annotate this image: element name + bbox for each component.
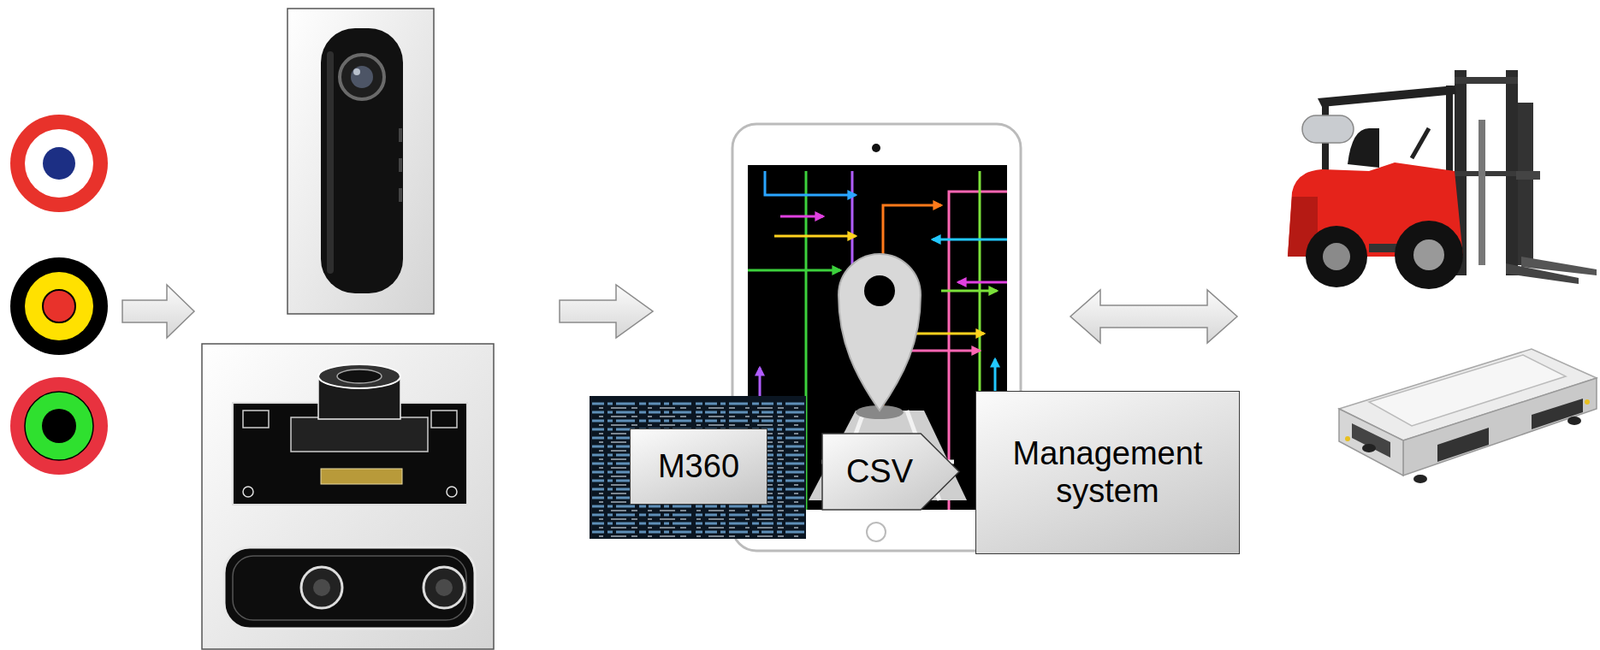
target-marker-yellow [24, 272, 94, 341]
camera-module-panel [290, 417, 428, 452]
forklift-illustration [1454, 171, 1518, 177]
forklift-illustration [1413, 239, 1445, 271]
camera-360-panel [287, 8, 434, 315]
target-marker-red [24, 129, 94, 198]
camera-module-panel [242, 410, 269, 428]
agv-illustration [1531, 398, 1583, 430]
agv-illustration [1339, 408, 1404, 476]
code-screen-image [589, 396, 806, 540]
forklift-illustration [1517, 102, 1534, 266]
file-arrow-box: CSV [822, 433, 960, 510]
camera-module-panel [201, 343, 494, 650]
double-hollow-arrow [1070, 290, 1238, 344]
node-label: Management system [988, 435, 1227, 510]
camera-module-panel [313, 579, 331, 597]
agv-illustration [1584, 399, 1590, 405]
map-pin [864, 275, 895, 307]
camera-module-panel [431, 410, 457, 428]
agv-illustration [1413, 474, 1428, 484]
software-box: M360 [629, 428, 768, 505]
code-screen-image [589, 396, 806, 540]
agv-illustration [1351, 423, 1391, 458]
route-lines [915, 332, 984, 336]
node-text-group: M360 [657, 448, 740, 486]
camera-module-panel [301, 567, 343, 609]
forklift-illustration [1322, 242, 1351, 271]
forklift-illustration [1478, 119, 1486, 266]
forklift-illustration [1302, 115, 1354, 143]
agv-illustration [1362, 444, 1376, 453]
node-label: M360 [657, 448, 740, 486]
route-lines [764, 171, 856, 196]
forklift-illustration [1317, 85, 1457, 107]
camera-module-panel [446, 486, 457, 498]
node-text-group: Management system [988, 435, 1227, 510]
forklift-illustration [1454, 77, 1518, 84]
tablet-illustration [866, 522, 886, 542]
camera-360-panel [339, 54, 385, 100]
camera-360-panel [326, 51, 334, 274]
route-lines [774, 235, 856, 238]
node-text-group: CSV [846, 453, 913, 492]
target-marker-red [10, 114, 108, 213]
tablet-illustration [871, 143, 881, 153]
agv-illustration [1437, 427, 1489, 463]
camera-module-panel [423, 567, 465, 609]
node-label: CSV [846, 453, 913, 492]
camera-360-panel [398, 128, 403, 143]
system-box: Management system [975, 391, 1240, 555]
camera-module-panel [320, 468, 403, 485]
target-marker-green [10, 377, 108, 475]
forklift-illustration [1287, 70, 1597, 290]
camera-360-panel [353, 68, 361, 76]
camera-360-panel [398, 158, 403, 172]
forklift-illustration [1305, 225, 1368, 288]
camera-360-panel [350, 65, 374, 89]
target-marker-yellow [10, 257, 108, 356]
hollow-arrow [559, 284, 653, 338]
route-lines [941, 290, 997, 293]
route-lines [780, 215, 824, 219]
route-lines [932, 238, 1008, 242]
target-marker-yellow [42, 290, 76, 323]
route-lines [958, 281, 1008, 285]
camera-module-panel [232, 556, 467, 621]
forklift-illustration [1516, 171, 1541, 180]
target-marker-green [24, 391, 94, 461]
target-marker-red [42, 147, 76, 180]
pentagon-arrow-shape [822, 433, 960, 510]
code-screen-image [592, 403, 805, 537]
route-lines [747, 269, 841, 273]
camera-module-panel [201, 343, 494, 650]
target-marker-green [10, 377, 108, 475]
camera-360-panel [287, 8, 434, 315]
target-marker-red [10, 114, 108, 213]
map-pin [838, 254, 921, 411]
target-marker-yellow [10, 257, 108, 356]
forklift-illustration [1505, 263, 1579, 285]
hollow-arrow [122, 284, 195, 338]
agv-illustration [1345, 436, 1351, 442]
camera-module-panel [224, 547, 475, 629]
agv-illustration [1567, 416, 1582, 426]
camera-360-panel [398, 188, 403, 202]
forklift-illustration [1394, 220, 1464, 290]
forklift-illustration [1411, 128, 1429, 159]
camera-module-panel [318, 364, 401, 389]
target-marker-green [41, 408, 77, 444]
agv-illustration [1339, 349, 1597, 484]
camera-module-panel [337, 369, 382, 384]
camera-360-panel [320, 28, 403, 294]
code-screen-image [598, 408, 805, 537]
camera-module-panel [242, 486, 254, 498]
camera-module-panel [435, 579, 453, 597]
route-lines [906, 349, 980, 353]
